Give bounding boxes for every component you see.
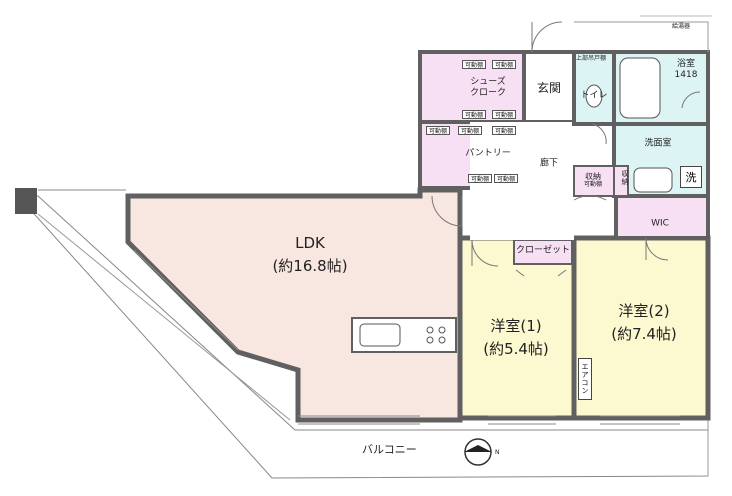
shelf-tag: 可動棚 — [458, 126, 483, 135]
upper-shelf-label: 上部吊戸棚 — [576, 55, 607, 62]
storage-label: 収納 可動棚 — [584, 172, 602, 188]
wic-label: WIC — [651, 218, 669, 229]
shoes-cloak-label: シューズ クローク — [470, 77, 506, 99]
ldk-label: LDK (約16.8帖) — [272, 232, 347, 278]
wic-floor — [614, 194, 710, 240]
pantry-label: パントリー — [465, 148, 511, 159]
closet-door-marks — [515, 269, 567, 277]
balcony-label: バルコニー — [362, 443, 417, 456]
kitchen-sink — [359, 323, 401, 347]
washer-box: 洗 — [680, 166, 702, 188]
shelf-tag: 可動棚 — [468, 174, 493, 183]
toilet-bowl — [585, 84, 603, 108]
washer-label: 洗 — [685, 171, 697, 184]
corridor-label: 廊下 — [539, 158, 559, 169]
water-heater-label: 給湯器 — [672, 23, 691, 30]
shelf-tag: 可動棚 — [492, 60, 517, 69]
shoes-cloak-line2: クローク — [469, 88, 507, 98]
genkan-label: 玄関 — [536, 81, 562, 95]
compass-needle — [464, 445, 492, 452]
shelf-tag: 可動棚 — [462, 110, 487, 119]
western2-label: 洋室(2) (約7.4帖) — [611, 300, 677, 346]
shelf-tag: 可動棚 — [494, 174, 519, 183]
shoes-cloak-line1: シューズ — [470, 77, 506, 87]
storage-floor — [573, 165, 615, 197]
toilet-floor — [572, 50, 616, 126]
shelf-tag: 可動棚 — [426, 126, 451, 135]
western1-size: (約5.4帖) — [483, 340, 549, 358]
bath-label: 浴室 1418 — [675, 59, 698, 81]
storage-main: 収納 — [584, 172, 601, 181]
windows — [38, 189, 680, 425]
bathtub — [619, 57, 661, 119]
ldk-size: (約16.8帖) — [272, 257, 348, 275]
western1-label: 洋室(1) (約5.4帖) — [483, 315, 549, 361]
storage-sub: 可動棚 — [583, 181, 603, 188]
shelf-tag: 可動棚 — [462, 60, 487, 69]
corner-column — [15, 188, 37, 214]
toilet-label: トイレ — [580, 90, 608, 101]
western2-floor — [571, 235, 711, 421]
shelf-tag: 可動棚 — [492, 110, 517, 119]
bath-name: 浴室 — [676, 59, 695, 69]
closet-floor — [513, 239, 573, 265]
western1-name: 洋室(1) — [490, 317, 542, 335]
ldk-floor — [125, 187, 463, 423]
washroom-label: 洗面室 — [644, 138, 672, 149]
doors — [431, 21, 701, 267]
shelf-tag: 可動棚 — [492, 126, 517, 135]
wash-basin — [633, 167, 673, 193]
ldk-name: LDK — [295, 234, 325, 252]
storage-narrow-floor — [613, 165, 629, 197]
western2-name: 洋室(2) — [618, 302, 670, 320]
north-label: N — [495, 449, 500, 456]
stove-burners — [426, 326, 446, 344]
western1-floor — [457, 235, 577, 421]
bath-size: 1418 — [674, 70, 698, 80]
water-heater-area — [574, 21, 709, 52]
storage-narrow-label: 収納 — [621, 170, 629, 186]
western2-size: (約7.4帖) — [611, 325, 677, 343]
closet-label: クローゼット — [515, 245, 571, 256]
aircon-label: エアコン — [578, 358, 592, 400]
balcony-rail — [37, 213, 291, 421]
